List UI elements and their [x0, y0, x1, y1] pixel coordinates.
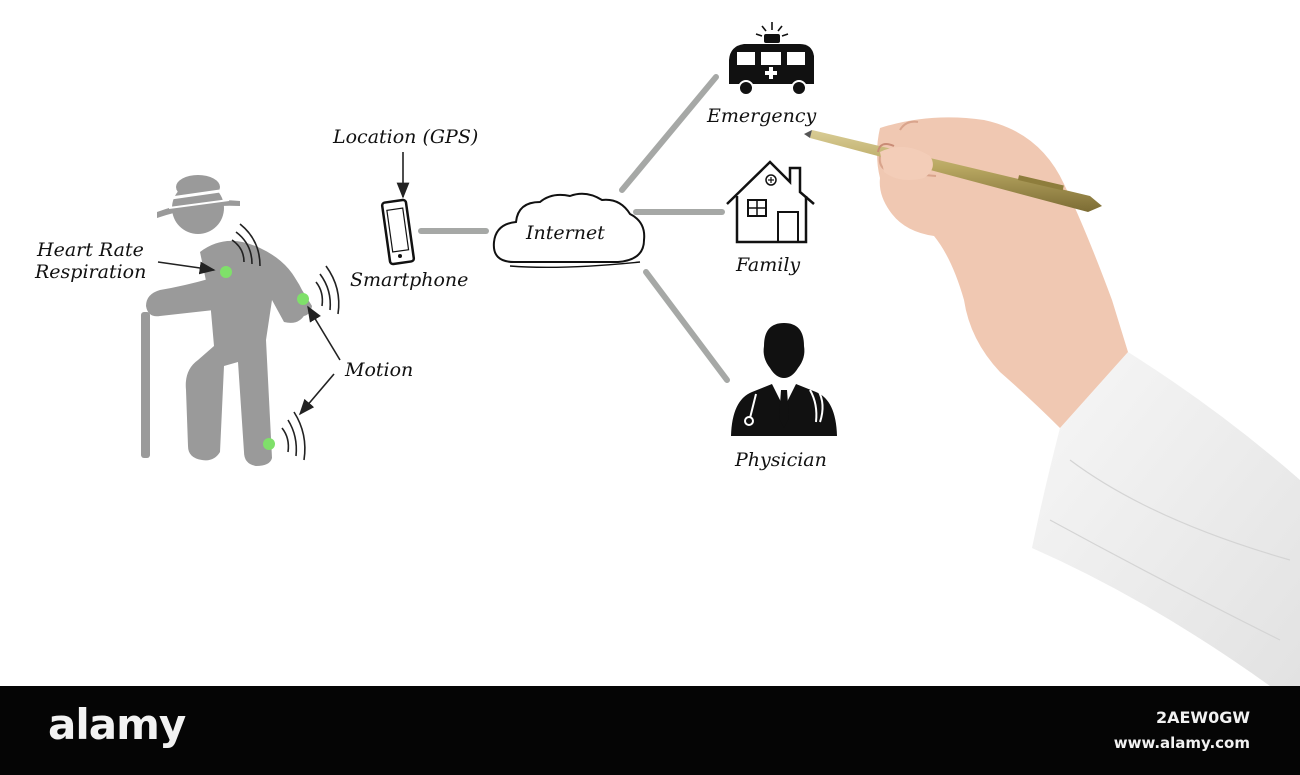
sensor-arrows — [157, 152, 410, 416]
sensor-dots — [220, 266, 309, 450]
elderly-person-with-cane-icon — [141, 175, 312, 466]
ambulance-icon — [729, 22, 814, 96]
site-url: www.alamy.com — [1113, 734, 1250, 752]
diagram-canvas: Heart Rate Respiration Motion Location (… — [35, 22, 1300, 686]
watermark-footer: alamy 2AEW0GW www.alamy.com — [0, 686, 1300, 775]
doctor-icon — [731, 323, 837, 436]
diagram-graphics — [141, 22, 1300, 686]
house-icon — [726, 160, 815, 244]
heart-rate-label: Heart Rate — [37, 239, 144, 261]
wrist-sensor-dot — [297, 293, 309, 305]
brand-logo: alamy — [48, 700, 186, 749]
connector-lines — [418, 74, 730, 383]
smartphone-icon — [380, 198, 416, 266]
family-label: Family — [736, 254, 801, 276]
motion-label: Motion — [345, 359, 414, 381]
knee-sensor-dot — [263, 438, 275, 450]
chest-sensor-dot — [220, 266, 232, 278]
physician-label: Physician — [735, 449, 827, 471]
signal-wave-icons — [231, 223, 340, 461]
image-id: 2AEW0GW — [1155, 708, 1250, 727]
cloud-icon — [492, 192, 646, 269]
location-gps-label: Location (GPS) — [333, 126, 479, 148]
emergency-label: Emergency — [707, 105, 817, 127]
internet-label: Internet — [526, 222, 605, 244]
smartphone-label: Smartphone — [350, 269, 469, 291]
hand-with-pen-illustration — [804, 117, 1300, 686]
respiration-label: Respiration — [35, 261, 147, 283]
